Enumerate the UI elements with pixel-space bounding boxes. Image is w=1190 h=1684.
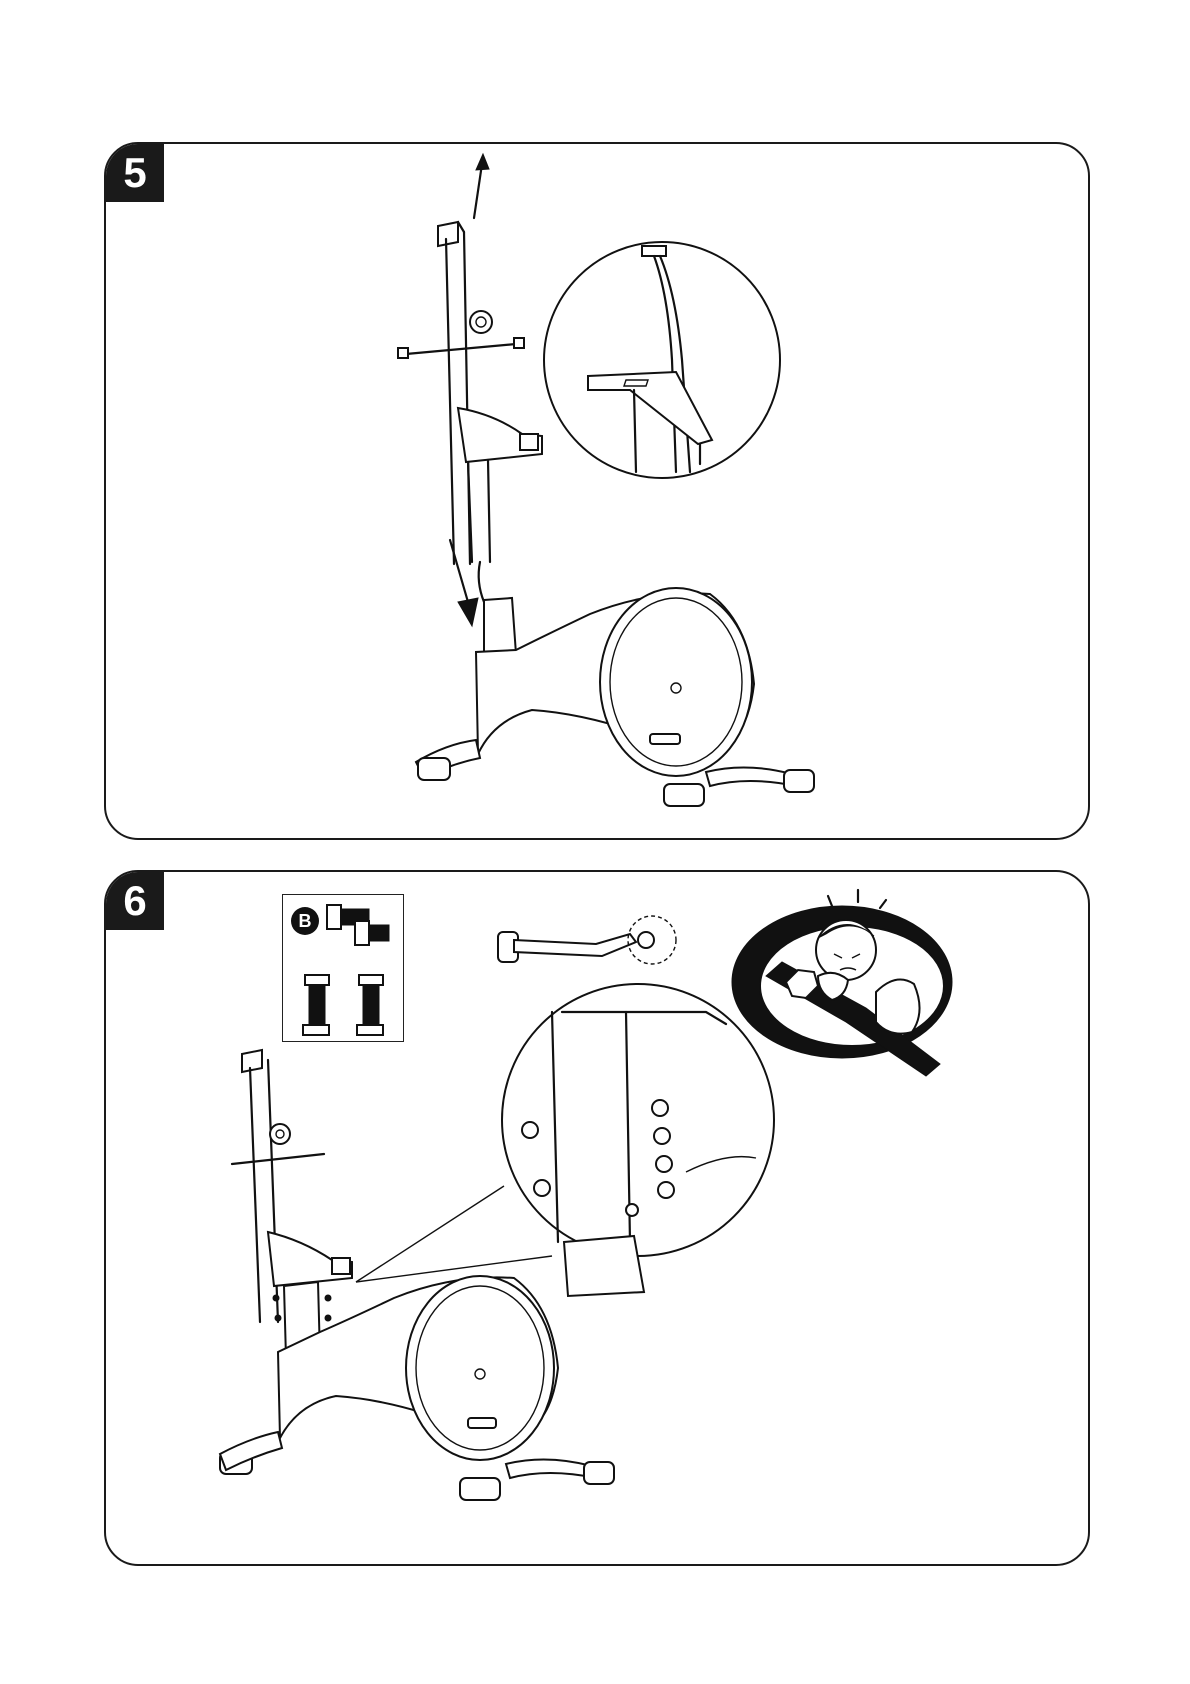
step-5-panel: 5 bbox=[104, 142, 1090, 840]
allen-wrench-icon bbox=[498, 916, 676, 964]
tighten-warning-icon bbox=[732, 890, 952, 1076]
assembly-illustration bbox=[106, 872, 1090, 1566]
elliptical-trainer-illustration bbox=[106, 144, 1090, 840]
step-6-panel: 6 B bbox=[104, 870, 1090, 1566]
